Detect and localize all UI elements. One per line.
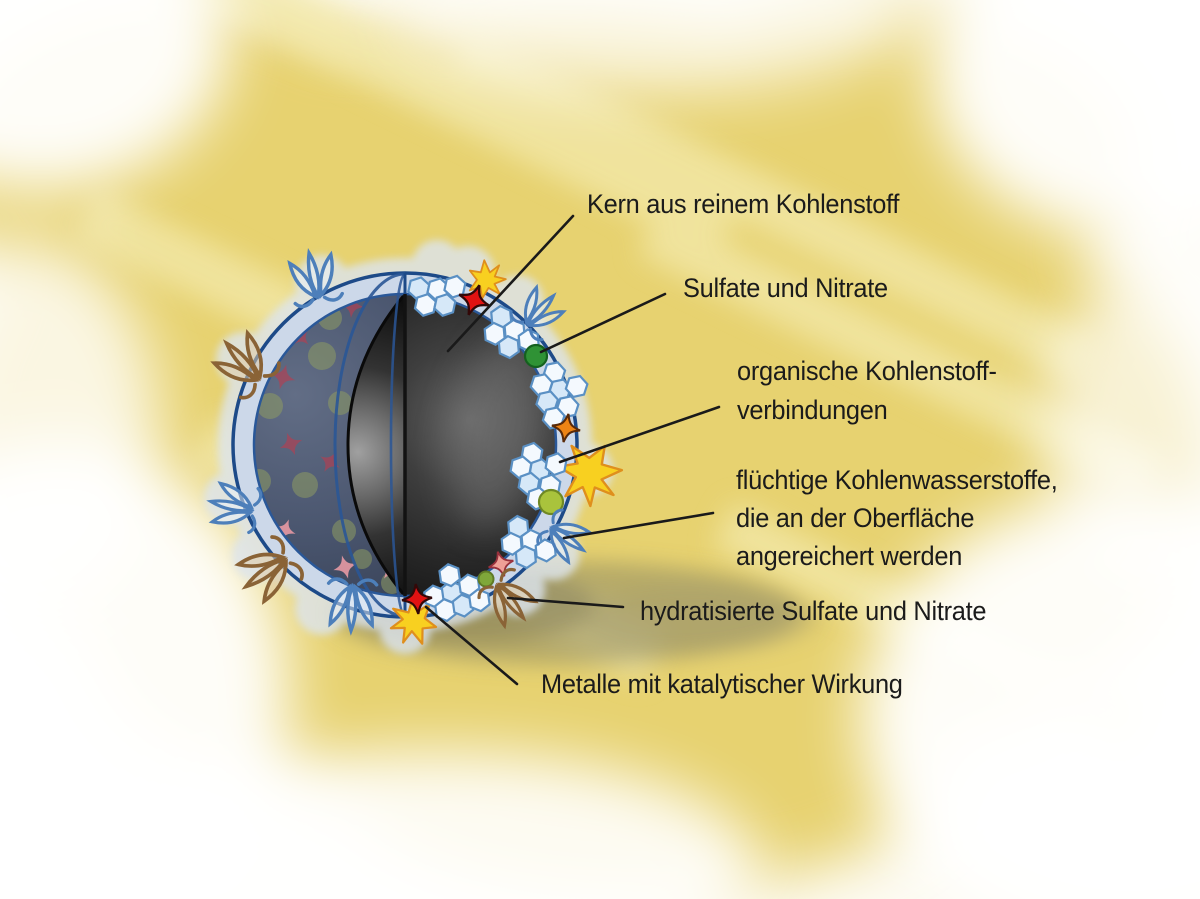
leader-lines — [424, 214, 721, 686]
leader-line-volatile — [562, 511, 715, 540]
leader-line-sulfates — [539, 292, 667, 354]
label-hydrated-sulfates: hydratisierte Sulfate und Nitrate — [640, 596, 987, 626]
label-volatile-line3: angereichert werden — [736, 541, 963, 571]
leader-line-core — [446, 214, 575, 353]
label-volatile-line1: flüchtige Kohlenwasserstoffe, — [736, 465, 1058, 495]
sulfate-circle-icon — [523, 343, 549, 369]
label-organic-carbon-line1: organische Kohlenstoff- — [737, 356, 997, 386]
label-catalytic-metals: Metalle mit katalytischer Wirkung — [541, 669, 903, 699]
sulfate-circle-icon — [537, 488, 565, 516]
label-organic-carbon-line2: verbindungen — [737, 395, 888, 425]
label-core: Kern aus reinem Kohlenstoff — [587, 189, 900, 219]
leader-line-organic — [558, 405, 721, 464]
label-organic-carbon: organische Kohlenstoff- verbindungen — [737, 352, 997, 430]
sulfate-circle-icon — [477, 570, 495, 588]
label-volatile-hydrocarbons: flüchtige Kohlenwasserstoffe, die an der… — [736, 461, 1058, 575]
meridian-arc-inner — [389, 272, 406, 618]
leader-line-metals — [424, 605, 519, 686]
label-sulfates-nitrates: Sulfate und Nitrate — [683, 273, 888, 303]
leader-line-hydrated — [506, 596, 625, 609]
label-volatile-line2: die an der Oberfläche — [736, 503, 975, 533]
meridian-arc-outer — [333, 272, 406, 618]
core-cut-edge — [346, 293, 407, 597]
